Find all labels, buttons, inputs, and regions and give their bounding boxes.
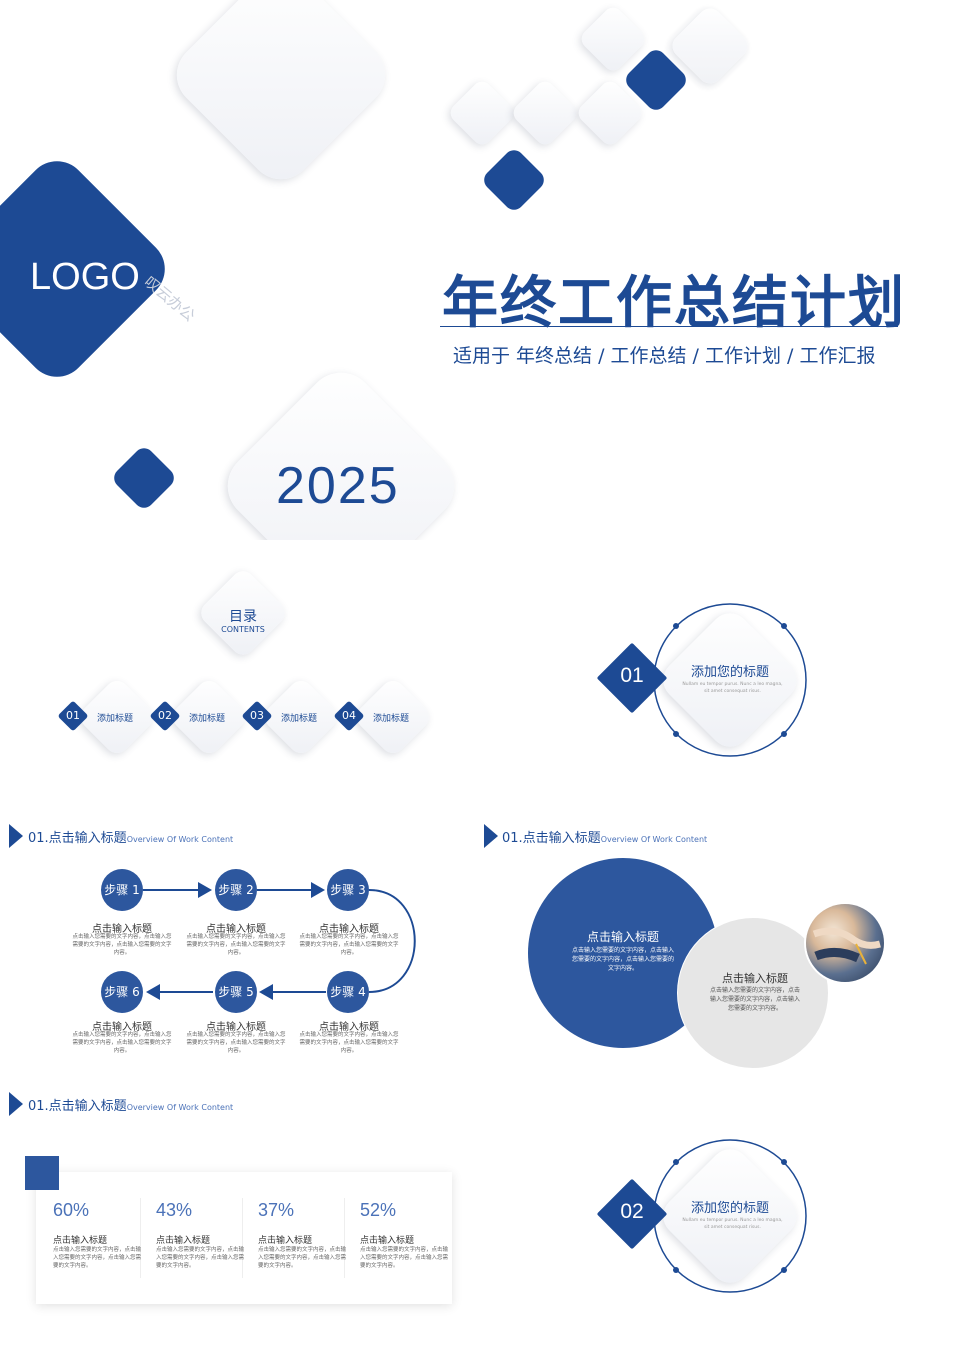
circles-slide: 01.点击输入标题Overview Of Work Content 点击输入标题… xyxy=(480,810,960,1080)
step-1: 步骤 1 xyxy=(101,869,143,911)
toc-item-number: 01 xyxy=(57,700,89,732)
step-2-title: 点击输入标题 xyxy=(206,924,266,935)
small-circle-title: 点击输入标题 xyxy=(722,972,788,985)
stat-2-title: 点击输入标题 xyxy=(156,1236,211,1246)
step-6-desc: 点击输入您需要的文字内容，点击输入您需要的文字内容，点击输入您需要的文字内容。 xyxy=(72,1032,172,1054)
stat-1-value: 60% xyxy=(53,1200,90,1220)
section-02-slide: 02 添加您的标题 Nullam eu tempor purus. Nunc a… xyxy=(480,1080,960,1352)
divider xyxy=(344,1198,345,1278)
heading-sub: Overview Of Work Content xyxy=(126,1103,234,1112)
step-3-desc: 点击输入您需要的文字内容，点击输入您需要的文字内容，点击输入您需要的文字内容。 xyxy=(299,934,399,956)
section-01-slide: 01 添加您的标题 Nullam eu tempor purus. Nunc a… xyxy=(480,540,960,810)
stats-card xyxy=(36,1172,452,1304)
toc-item-label: 添加标题 xyxy=(97,714,134,724)
heading-text: 01.点击输入标题 xyxy=(28,1099,127,1114)
step-5-title: 点击输入标题 xyxy=(206,1022,266,1033)
subtitle: 适用于 年终总结 / 工作总结 / 工作计划 / 工作汇报 xyxy=(453,345,876,367)
toc-item-number: 04 xyxy=(333,700,365,732)
step-2-desc: 点击输入您需要的文字内容，点击输入您需要的文字内容，点击输入您需要的文字内容。 xyxy=(186,934,286,956)
stat-2-value: 43% xyxy=(156,1200,193,1220)
decor-diamond xyxy=(509,77,581,149)
stat-4-value: 52% xyxy=(360,1200,397,1220)
toc-item-number: 02 xyxy=(149,700,181,732)
toc-title: 目录 xyxy=(229,609,257,625)
divider xyxy=(140,1198,141,1278)
heading-text: 01.点击输入标题 xyxy=(28,831,127,846)
decor-diamond-blue xyxy=(110,444,178,512)
heading-text: 01.点击输入标题 xyxy=(502,831,601,846)
stat-3-title: 点击输入标题 xyxy=(258,1236,313,1246)
section-heading: 01.点击输入标题Overview Of Work Content xyxy=(28,1095,233,1114)
step-connectors xyxy=(143,882,416,1000)
section-heading: 01.点击输入标题Overview Of Work Content xyxy=(502,827,707,846)
stat-1-desc: 点击输入您需要的文字内容，点击输入您需要的文字内容，点击输入您需要的文字内容。 xyxy=(53,1247,142,1269)
stat-4-desc: 点击输入您需要的文字内容，点击输入您需要的文字内容，点击输入您需要的文字内容。 xyxy=(360,1247,449,1269)
steps-slide: 01.点击输入标题Overview Of Work Content 步骤 1 步… xyxy=(0,810,480,1080)
heading-sub: Overview Of Work Content xyxy=(126,835,234,844)
big-circle-desc: 点击输入您需要的文字内容，点击输入您需要的文字内容，点击输入您需要的文字内容。 xyxy=(571,947,674,972)
toc-item-label: 添加标题 xyxy=(189,714,226,724)
handshake-icon xyxy=(812,927,881,965)
step-1-title: 点击输入标题 xyxy=(92,924,152,935)
section-number: 01 xyxy=(620,664,644,687)
step-5-desc: 点击输入您需要的文字内容，点击输入您需要的文字内容，点击输入您需要的文字内容。 xyxy=(186,1032,286,1054)
heading-flag xyxy=(9,824,23,848)
step-1-desc: 点击输入您需要的文字内容，点击输入您需要的文字内容，点击输入您需要的文字内容。 xyxy=(72,934,172,956)
big-circle-title: 点击输入标题 xyxy=(586,930,659,944)
decor-diamond xyxy=(163,0,399,193)
toc-slide: 目录 CONTENTS 01 添加标题 02 添加标题 03 添加标题 04 添… xyxy=(0,540,480,810)
step-3: 步骤 3 xyxy=(327,869,369,911)
photo xyxy=(806,904,884,982)
section-desc: Nullam eu tempor purus. Nunc a leo magna… xyxy=(682,1218,783,1230)
step-5: 步骤 5 xyxy=(215,971,257,1013)
year: 2025 xyxy=(276,457,400,515)
stat-2-desc: 点击输入您需要的文字内容，点击输入您需要的文字内容，点击输入您需要的文字内容。 xyxy=(156,1247,245,1269)
step-4-title: 点击输入标题 xyxy=(319,1022,379,1033)
section-title: 添加您的标题 xyxy=(690,1201,769,1216)
stat-3-value: 37% xyxy=(258,1200,295,1220)
step-3-title: 点击输入标题 xyxy=(319,924,379,935)
toc-item-label: 添加标题 xyxy=(281,714,318,724)
decor-diamond xyxy=(446,77,518,149)
small-circle-desc: 点击输入您需要的文字内容，点击输入您需要的文字内容，点击输入您需要的文字内容。 xyxy=(709,987,800,1012)
step-6-title: 点击输入标题 xyxy=(92,1022,152,1033)
step-4-desc: 点击输入您需要的文字内容，点击输入您需要的文字内容，点击输入您需要的文字内容。 xyxy=(299,1032,399,1054)
title-divider xyxy=(440,326,898,327)
stat-4-title: 点击输入标题 xyxy=(360,1236,415,1246)
stat-3-desc: 点击输入您需要的文字内容，点击输入您需要的文字内容，点击输入您需要的文字内容。 xyxy=(258,1247,347,1269)
cover-slide: LOGO 叹云办公 年终工作总结计划 适用于 年终总结 / 工作总结 / 工作计… xyxy=(0,0,960,540)
section-heading: 01.点击输入标题Overview Of Work Content xyxy=(28,827,233,846)
step-6: 步骤 6 xyxy=(101,971,143,1013)
watermark: 叹云办公 xyxy=(140,272,199,326)
section-desc: Nullam eu tempor purus. Nunc a leo magna… xyxy=(682,682,783,694)
toc-item-number: 03 xyxy=(241,700,273,732)
main-title: 年终工作总结计划 xyxy=(442,271,906,336)
heading-flag xyxy=(9,1092,23,1116)
stats-slide: 01.点击输入标题Overview Of Work Content 60% 点击… xyxy=(0,1080,480,1352)
step-2: 步骤 2 xyxy=(215,869,257,911)
logo: LOGO xyxy=(30,256,140,298)
corner-square xyxy=(25,1156,59,1190)
divider xyxy=(242,1198,243,1278)
heading-flag xyxy=(484,824,498,848)
step-4: 步骤 4 xyxy=(327,971,369,1013)
toc-item-label: 添加标题 xyxy=(373,714,410,724)
stat-1-title: 点击输入标题 xyxy=(53,1236,108,1246)
section-title: 添加您的标题 xyxy=(690,665,769,680)
section-number: 02 xyxy=(620,1200,644,1223)
decor-diamond-blue xyxy=(480,146,548,214)
small-circle xyxy=(678,918,828,1068)
heading-sub: Overview Of Work Content xyxy=(600,835,708,844)
toc-subtitle: CONTENTS xyxy=(221,625,265,634)
